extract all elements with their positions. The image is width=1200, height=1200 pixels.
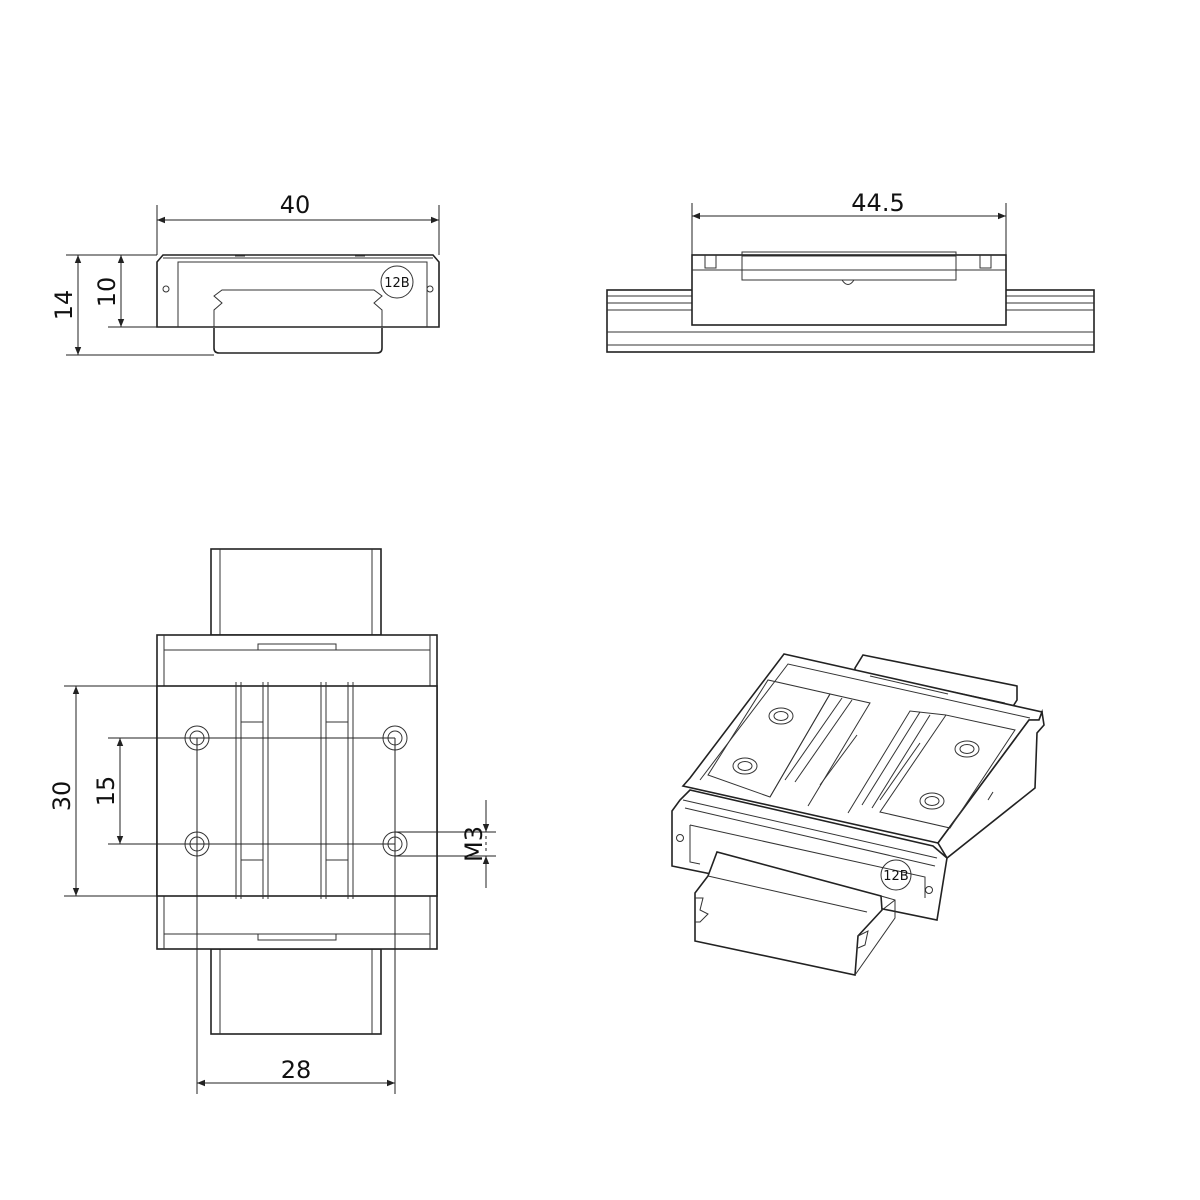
dim-front-height-total: 14 [50, 290, 78, 321]
logo-badge [380, 265, 414, 299]
dim-thread: M3 [460, 826, 488, 862]
dim-side-length: 44.5 [851, 189, 904, 217]
logo-text-iso: 12B [883, 869, 908, 884]
dim-top-hole-spacing-y: 15 [92, 776, 120, 807]
dim-top-hole-length: 30 [48, 781, 76, 812]
dim-front-width: 40 [280, 191, 311, 219]
dim-top-hole-spacing-x: 28 [281, 1056, 312, 1084]
logo-text-front: 12B [384, 276, 409, 291]
isometric-view: 12B [671, 653, 1045, 976]
side-view: 44.5 [606, 189, 1095, 353]
top-view: 30 15 28 M3 [48, 548, 496, 1094]
logo-badge-iso [880, 859, 912, 891]
front-view: 12B 40 14 10 [50, 191, 440, 356]
dim-front-height-block: 10 [93, 277, 121, 308]
